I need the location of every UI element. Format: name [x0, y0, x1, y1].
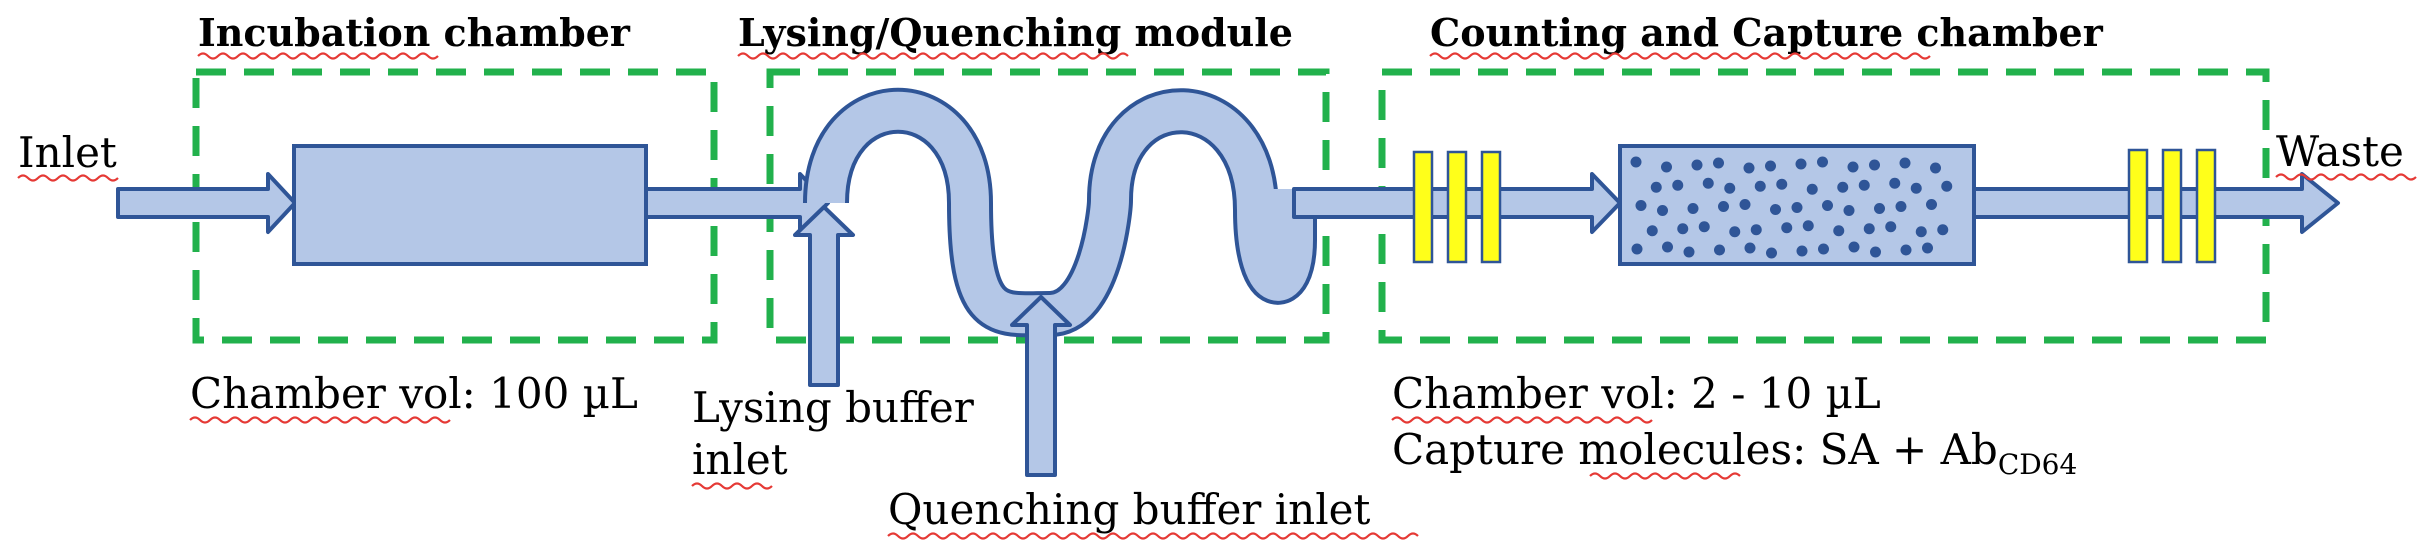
bead-dot: [1937, 224, 1949, 236]
lysing-buffer-label-line1: Lysing buffer: [692, 383, 975, 432]
bead-dot: [1657, 205, 1668, 216]
bead-dot: [1941, 180, 1953, 192]
bead-dot: [1895, 201, 1907, 212]
capture-beads: [1630, 156, 1953, 259]
bead-dot: [1922, 242, 1933, 254]
bead-dot: [1713, 157, 1724, 169]
spellcheck-squiggle: [1589, 472, 1741, 480]
bead-dot: [1744, 242, 1756, 254]
inlet-label: Inlet: [18, 128, 117, 177]
bead-dot: [1806, 183, 1818, 195]
bead-dot: [1702, 177, 1714, 189]
bead-dot: [1714, 244, 1725, 256]
bead-dot: [1646, 225, 1658, 237]
bead-dot: [1874, 203, 1885, 214]
bead-dot: [1817, 156, 1828, 168]
bead-dot: [1687, 203, 1699, 214]
bead-dot: [1869, 159, 1880, 171]
bead-dot: [1691, 159, 1703, 171]
bead-dot: [1662, 241, 1673, 253]
spellcheck-squiggle: [1429, 52, 1931, 60]
counting-volume-label: Chamber vol: 2 - 10 µL: [1392, 369, 1881, 418]
bead-dot: [1847, 161, 1859, 173]
bead-dot: [1858, 179, 1870, 191]
bead-dot: [1672, 179, 1684, 191]
counting-capture-chamber-title: Counting and Capture chamber: [1430, 10, 2104, 55]
bead-dot: [1899, 157, 1911, 169]
bead-dot: [1885, 221, 1897, 233]
bead-dot: [1843, 205, 1855, 216]
bead-dot: [1718, 201, 1729, 212]
bead-dot: [1915, 226, 1927, 238]
spellcheck-squiggle: [1391, 416, 1653, 424]
bead-dot: [1870, 246, 1881, 258]
bead-dot: [1635, 200, 1647, 211]
spellcheck-squiggle: [887, 532, 1419, 540]
spellcheck-squiggle: [197, 52, 439, 60]
lysing-buffer-label-line2: inlet: [692, 435, 788, 484]
capture-molecules-text: Capture molecules: SA + Ab: [1392, 425, 1998, 474]
incubation-chamber-title: Incubation chamber: [198, 10, 631, 55]
bead-dot: [1766, 247, 1777, 259]
bead-dot: [1781, 222, 1793, 234]
spellcheck-squiggle: [737, 52, 1129, 60]
bead-dot: [1743, 162, 1755, 174]
bead-dot: [1661, 161, 1672, 173]
bead-dot: [1776, 178, 1788, 190]
spellcheck-squiggle: [189, 416, 451, 424]
bead-dot: [1795, 158, 1807, 170]
lysing-quenching-module-title: Lysing/Quenching module: [738, 10, 1293, 55]
spellcheck-squiggle: [691, 482, 773, 490]
bead-dot: [1698, 221, 1710, 233]
bead-dot: [1802, 220, 1814, 232]
incubation-chamber: [292, 144, 648, 266]
lysing-buffer-inlet-arrow: [793, 205, 855, 387]
bead-dot: [1848, 241, 1860, 253]
bead-dot: [1754, 180, 1766, 192]
bead-dot: [1818, 243, 1829, 255]
bead-dot: [1837, 181, 1849, 193]
bead-dot: [1770, 204, 1781, 215]
bead-dot: [1683, 246, 1695, 258]
bead-dot: [1926, 199, 1937, 210]
bead-dot: [1910, 182, 1922, 194]
bead-dot: [1630, 156, 1642, 168]
bead-dot: [1900, 244, 1912, 256]
bead-dot: [1822, 200, 1833, 211]
capture-molecules-subscript: CD64: [1998, 448, 2078, 481]
electrode-inlet-1: [1412, 150, 1434, 264]
bead-dot: [1729, 226, 1741, 238]
bead-dot: [1796, 245, 1808, 257]
bead-dot: [1889, 177, 1901, 189]
bead-dot: [1739, 199, 1751, 210]
bead-dot: [1750, 224, 1762, 236]
bead-dot: [1930, 162, 1941, 174]
bead-dot: [1791, 202, 1803, 213]
bead-dot: [1833, 225, 1845, 237]
inlet-arrow: [116, 172, 297, 234]
bead-dot: [1724, 182, 1736, 194]
electrode-inlet-3: [1480, 150, 1502, 264]
bead-dot: [1650, 181, 1662, 193]
bead-dot: [1765, 160, 1776, 172]
incubation-outlet-arrow: [644, 172, 830, 234]
bead-dot: [1677, 223, 1689, 235]
serpentine-channel: [807, 91, 1313, 334]
quenching-buffer-inlet-arrow: [1010, 295, 1072, 477]
electrode-inlet-2: [1446, 150, 1468, 264]
electrode-outlet-2: [2161, 148, 2183, 264]
waste-outlet-arrow: [1972, 172, 2340, 234]
bead-dot: [1863, 223, 1875, 235]
spellcheck-squiggle: [2275, 173, 2417, 181]
capture-molecules-label: Capture molecules: SA + AbCD64: [1392, 425, 2077, 481]
waste-label: Waste: [2276, 127, 2404, 176]
bead-dot: [1631, 243, 1643, 255]
electrode-outlet-1: [2127, 148, 2149, 264]
quenching-buffer-label: Quenching buffer inlet: [888, 485, 1371, 534]
incubation-volume-label: Chamber vol: 100 µL: [190, 369, 638, 418]
spellcheck-squiggle: [17, 174, 119, 182]
electrode-outlet-3: [2195, 148, 2217, 264]
